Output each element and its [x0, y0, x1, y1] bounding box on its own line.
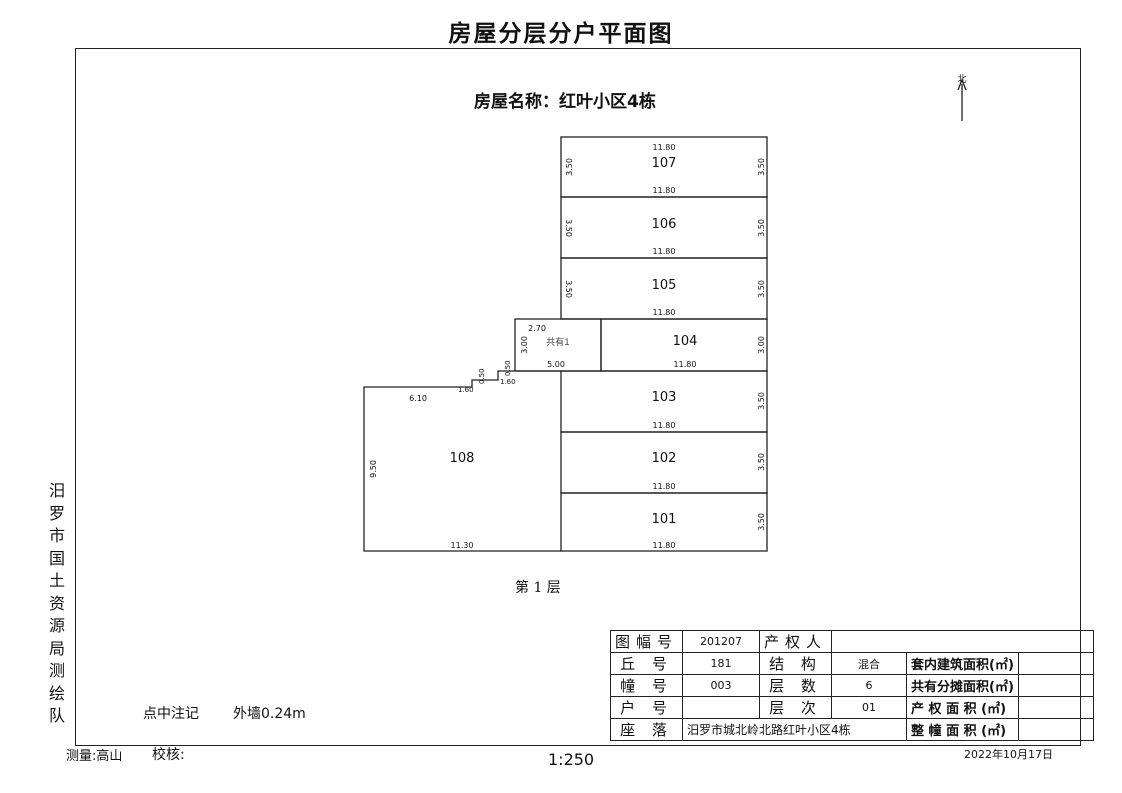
unit-108	[363, 370, 561, 552]
common-area-label: 共有1	[546, 336, 570, 348]
dim: 1.60	[458, 386, 474, 394]
value	[831, 630, 1094, 653]
dim: 3.00	[757, 336, 766, 354]
dim: 3.50	[757, 280, 766, 298]
value: 6	[831, 674, 908, 697]
label: 产 权 面 积 (㎡)	[906, 696, 1019, 719]
value: 201207	[682, 630, 761, 653]
unit-101	[560, 492, 768, 552]
label: 丘 号	[609, 652, 684, 675]
label: 图幅号	[609, 630, 684, 653]
dim: 0.50	[504, 360, 512, 376]
value: 181	[682, 652, 761, 675]
label: 层 数	[759, 674, 833, 697]
dim: 3.50	[565, 158, 574, 176]
dim: 11.80	[653, 247, 676, 256]
dim: 3.50	[757, 513, 766, 531]
dim: 3.50	[564, 280, 573, 298]
wall-note: 外墙0.24m	[233, 706, 306, 722]
surveyor: 测量:高山	[66, 749, 123, 764]
label: 共有分摊面积(㎡)	[906, 674, 1019, 697]
label: 产权人	[759, 630, 833, 653]
dim: 11.80	[653, 186, 676, 195]
house-name: 房屋名称：红叶小区4栋	[474, 92, 656, 112]
value	[1017, 718, 1094, 741]
dim: 1.60	[500, 378, 516, 386]
unit-label: 106	[652, 217, 677, 232]
value	[1017, 696, 1094, 719]
unit-label: 108	[450, 451, 475, 466]
dim: 5.00	[547, 360, 565, 369]
north-label: 北	[957, 74, 966, 85]
unit-label: 104	[673, 334, 698, 349]
unit-label: 102	[652, 451, 677, 466]
unit-label: 105	[652, 278, 677, 293]
unit-label: 101	[652, 512, 677, 527]
checker: 校核:	[152, 747, 185, 763]
value	[682, 696, 761, 719]
floor-label: 第 1 层	[515, 580, 561, 596]
drawing-frame	[75, 48, 1081, 746]
dim: 3.50	[757, 219, 766, 237]
agency-vertical-text: 汨罗市国土资源局测绘队	[48, 481, 65, 725]
date: 2022年10月17日	[964, 748, 1053, 761]
page-title: 房屋分层分户平面图	[448, 21, 674, 47]
scale: 1:250	[548, 750, 595, 769]
value: 混合	[831, 652, 908, 675]
dim: 11.80	[674, 360, 697, 369]
label: 整 幢 面 积 (㎡)	[906, 718, 1019, 741]
dim: 11.30	[451, 541, 474, 550]
dim: 11.80	[653, 143, 676, 152]
label: 套内建筑面积(㎡)	[906, 652, 1019, 675]
label: 幢 号	[609, 674, 684, 697]
value	[1017, 674, 1094, 697]
unit-label: 107	[652, 156, 677, 171]
dim: 11.80	[653, 308, 676, 317]
value: 汨罗市城北岭北路红叶小区4栋	[682, 718, 908, 741]
dim: 11.80	[653, 421, 676, 430]
value: 01	[831, 696, 908, 719]
unit-label: 103	[652, 390, 677, 405]
dim: 3.50	[757, 392, 766, 410]
dim: 11.80	[653, 482, 676, 491]
label: 户 号	[609, 696, 684, 719]
label: 层 次	[759, 696, 833, 719]
value	[1017, 652, 1094, 675]
dim: 3.50	[757, 158, 766, 176]
dim: 3.00	[520, 336, 529, 354]
label: 座 落	[609, 718, 684, 741]
dim: 2.70	[528, 324, 546, 333]
north-arrowhead-icon	[957, 78, 967, 91]
dim: 3.50	[564, 219, 573, 237]
dim: 0.50	[478, 368, 486, 384]
value: 003	[682, 674, 761, 697]
note-label: 点中注记	[143, 706, 199, 722]
dim: 3.50	[757, 453, 766, 471]
label: 结 构	[759, 652, 833, 675]
dim: 11.80	[653, 541, 676, 550]
dim: 6.10	[409, 394, 427, 403]
dim: 9.50	[369, 460, 378, 478]
